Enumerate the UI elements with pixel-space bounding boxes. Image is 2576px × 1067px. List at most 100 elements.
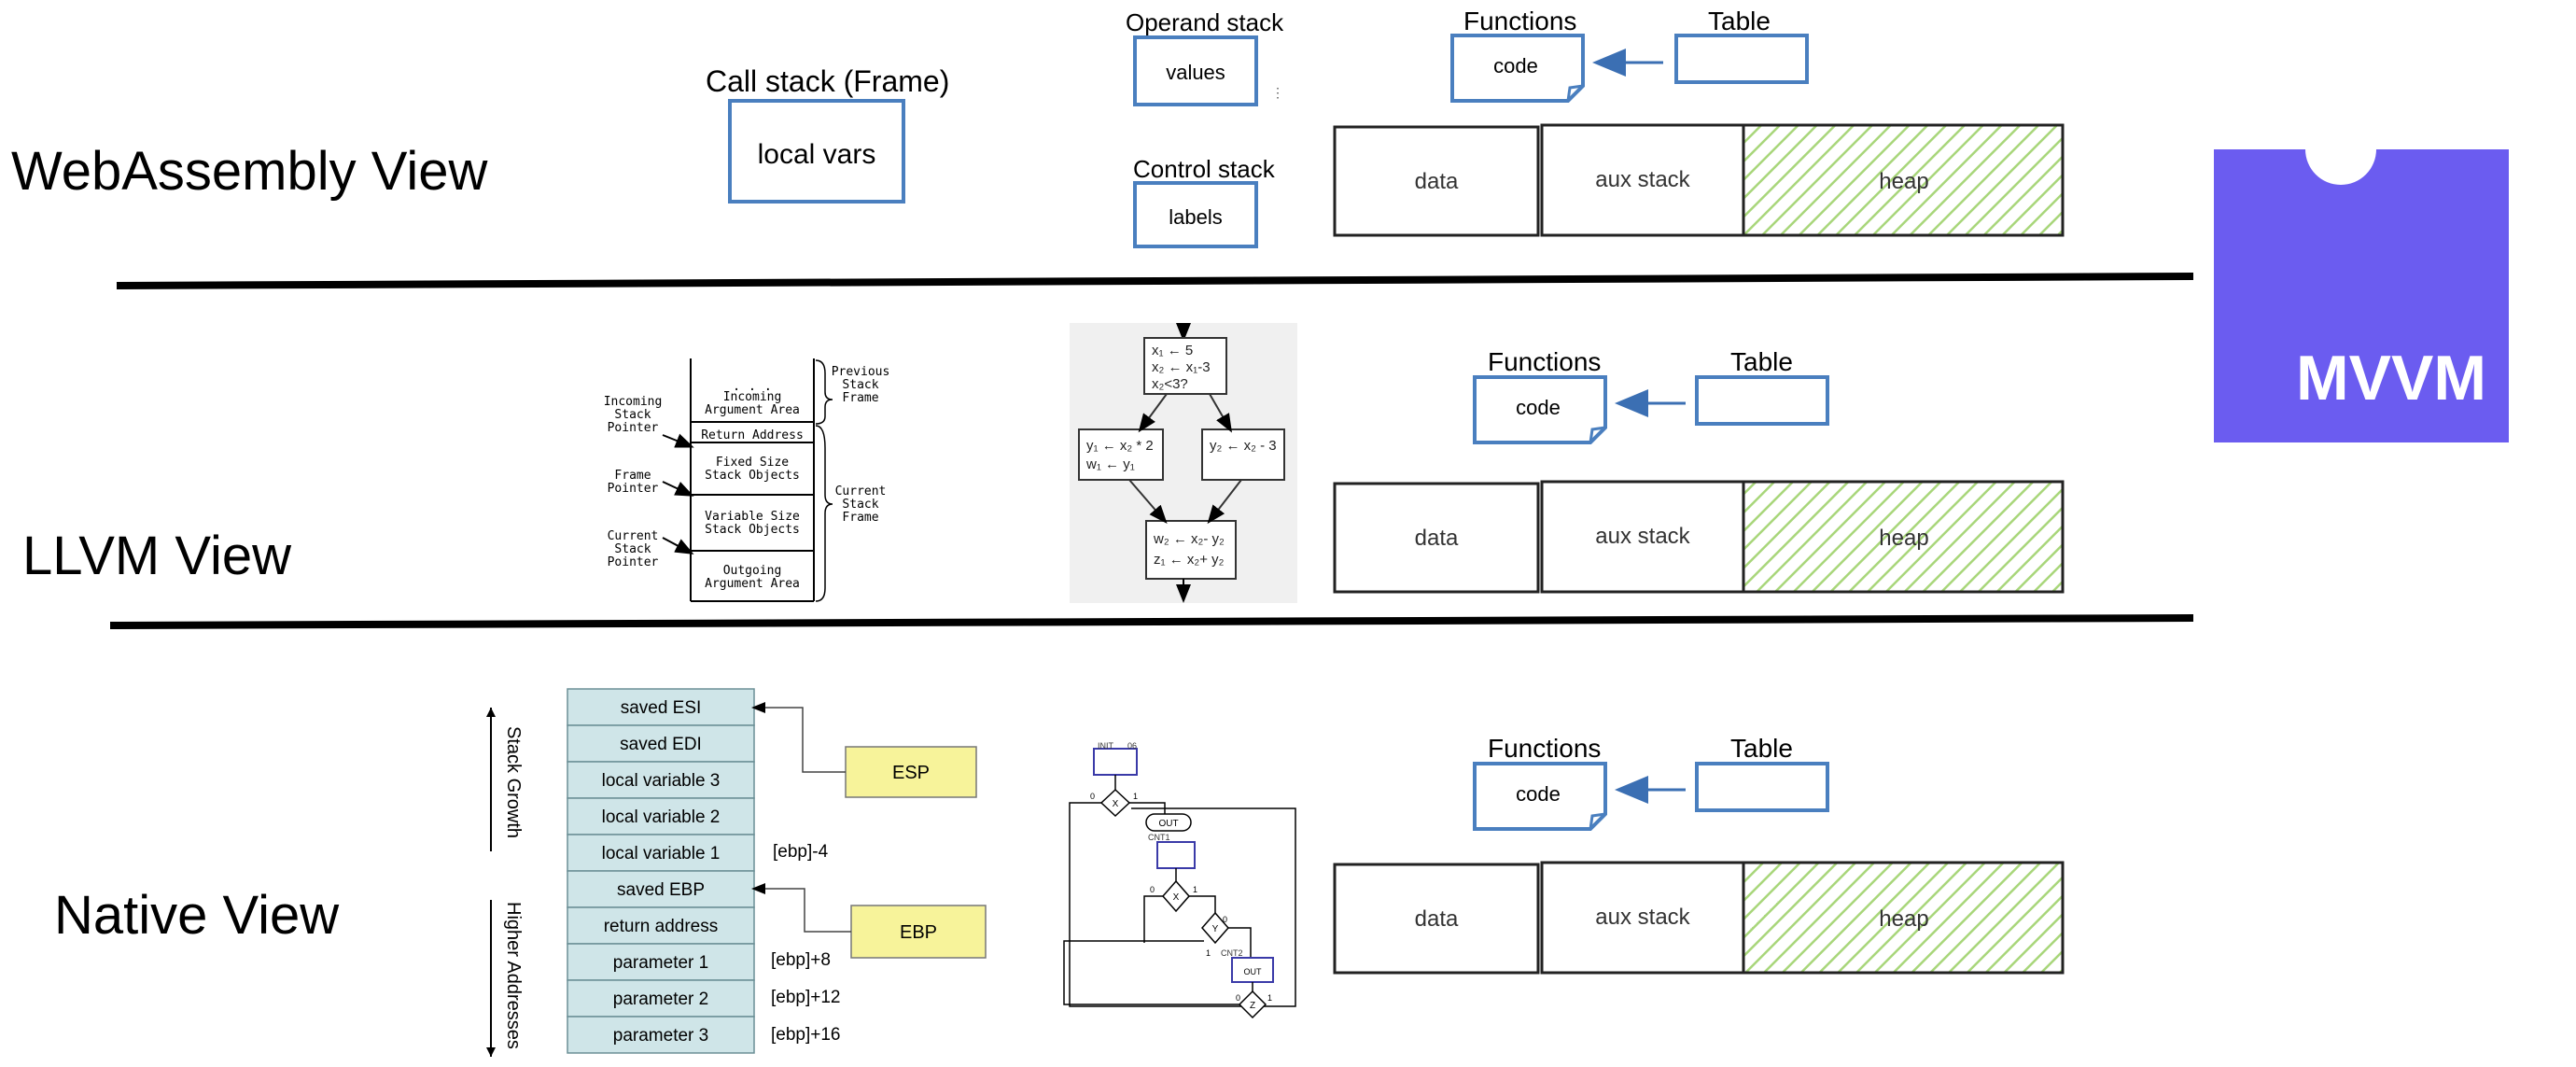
native-stack-row	[567, 1016, 755, 1054]
operand-stack-dots: ⋮	[1271, 85, 1284, 100]
llvm-frame-region-label: Current	[835, 484, 887, 498]
native-memory-data: data	[1415, 906, 1459, 932]
native-stack-row-label: saved ESI	[621, 698, 702, 718]
esp-label: ESP	[892, 763, 930, 783]
flow-zero-b: 0	[1150, 885, 1155, 894]
llvm-frame-pointer-label: Stack	[614, 408, 651, 422]
flow-y: Y	[1212, 924, 1219, 934]
offset-ebp-plus-16: [ebp]+16	[771, 1025, 841, 1045]
cfg-bottom-block-line: w₂ ← x₂- y₂	[1153, 531, 1225, 547]
cfg-top-block-line: x₂ ← x₁-3	[1152, 359, 1211, 375]
flow-zero-a: 0	[1090, 792, 1095, 801]
llvm-table-title: Table	[1730, 347, 1793, 376]
native-stack-row	[567, 834, 755, 872]
wasm-operand-stack: Operand stack values ⋮	[1126, 8, 1284, 106]
operand-stack-title: Operand stack	[1126, 8, 1284, 36]
ebp-label: EBP	[900, 922, 937, 943]
native-flowchart: INIT 06 X OUT CNT1 X Y CNT2 OUT Z 0 1 0 …	[1063, 741, 1296, 1019]
wasm-control-stack: Control stack labels	[1133, 155, 1276, 248]
llvm-functions-code: code	[1516, 396, 1561, 419]
svg-text:y₂ ← x₂ - 3: y₂ ← x₂ - 3	[1210, 438, 1277, 454]
native-functions-title: Functions	[1488, 734, 1601, 763]
control-stack-title: Control stack	[1133, 155, 1276, 183]
native-stack-row	[567, 906, 755, 945]
llvm-frame-region-label: Stack	[842, 378, 878, 392]
native-stack-row-label: saved EDI	[620, 735, 702, 754]
flow-one-b: 1	[1193, 885, 1197, 894]
cfg-right-block-line: y₂ ← x₂ - 3	[1210, 438, 1277, 454]
flow-zero-c: 0	[1223, 915, 1227, 924]
offset-ebp-minus-4: [ebp]-4	[773, 842, 829, 862]
cfg-top-block-line: x₂<3?	[1152, 376, 1188, 392]
llvm-frame-pointer-label: Pointer	[608, 482, 659, 496]
cfg-bottom-block-line: z₁ ← x₂+ y₂	[1154, 552, 1225, 568]
llvm-frame-row-text: Argument Area	[705, 403, 800, 417]
cfg-left-block-line: w₁ ← y₁	[1085, 456, 1135, 472]
llvm-frame-row-text: Incoming	[723, 390, 782, 404]
native-stack-row	[567, 761, 755, 799]
flow-z: Z	[1250, 1001, 1255, 1011]
llvm-memory-data: data	[1415, 526, 1459, 551]
native-view-title: Native View	[54, 885, 340, 946]
flow-one-d: 1	[1267, 993, 1272, 1003]
native-stack-row-label: local variable 1	[602, 844, 721, 863]
llvm-frame-pointer-label: Stack	[614, 542, 651, 556]
native-stack-annotations: Stack Growth Higher Addresses ESP EBP [e…	[486, 702, 987, 1057]
native-stack-row-label: parameter 3	[613, 1026, 708, 1046]
offset-ebp-plus-12: [ebp]+12	[771, 988, 841, 1007]
cfg-top-block-line: x₁ ← 5	[1152, 343, 1193, 358]
higher-addresses-label: Higher Addresses	[503, 902, 524, 1049]
llvm-frame-row-text: Variable Size	[705, 510, 800, 524]
llvm-frame-dots: . . .	[733, 379, 772, 394]
llvm-frame-pointer-label: Frame	[614, 469, 651, 483]
wasm-memory-data: data	[1415, 169, 1459, 194]
llvm-frame-row-text: Return Address	[701, 428, 804, 442]
llvm-frame-region-label: Previous	[832, 365, 890, 379]
svg-text:y₁ ← x₂ * 2w₁ ← y₁: y₁ ← x₂ * 2w₁ ← y₁	[1085, 438, 1154, 472]
call-stack-box-label: local vars	[758, 139, 876, 170]
llvm-memory-heap: heap	[1879, 526, 1928, 551]
flow-zero-d: 0	[1236, 993, 1240, 1003]
wasm-functions-code: code	[1493, 54, 1538, 77]
wasm-memory-aux-stack: aux stack	[1595, 167, 1690, 192]
flow-cnt2: CNT2	[1221, 948, 1243, 958]
stack-growth-label: Stack Growth	[503, 726, 524, 838]
llvm-frame-pointer-label: Pointer	[608, 555, 659, 569]
flow-x-mid: X	[1173, 892, 1180, 903]
flow-out-bottom: OUT	[1244, 967, 1263, 976]
divider-bottom	[109, 614, 2194, 629]
call-stack-title: Call stack (Frame)	[706, 64, 949, 98]
flow-init-value: 06	[1127, 741, 1137, 751]
native-functions-table: Functions code Table	[1473, 734, 1829, 831]
wasm-functions-table: Functions code Table	[1450, 7, 1809, 103]
native-stack-row-label: local variable 2	[602, 807, 721, 827]
offset-ebp-plus-8: [ebp]+8	[771, 950, 831, 970]
native-stack-row	[567, 979, 755, 1018]
flow-out-top: OUT	[1158, 819, 1178, 829]
flow-init-label: INIT	[1098, 741, 1114, 751]
llvm-memory: data aux stack heap	[1333, 480, 2065, 594]
llvm-functions-table: Functions code Table	[1473, 347, 1829, 444]
llvm-frame-row-text: Outgoing	[723, 564, 782, 578]
native-table-title: Table	[1730, 734, 1793, 763]
flow-one-c: 1	[1206, 948, 1211, 958]
llvm-memory-aux-stack: aux stack	[1595, 524, 1690, 549]
native-functions-code: code	[1516, 782, 1561, 806]
flow-x-top: X	[1113, 799, 1119, 809]
wasm-memory: data aux stack heap	[1333, 123, 2065, 237]
native-stack-row-label: parameter 1	[613, 953, 708, 973]
flow-cnt1: CNT1	[1148, 833, 1170, 842]
llvm-frame-row-text: Stack Objects	[705, 469, 800, 483]
llvm-frame-region-label: Stack	[842, 498, 878, 512]
llvm-frame-pointer-label: Current	[608, 529, 659, 543]
native-memory-aux-stack: aux stack	[1595, 905, 1690, 930]
webassembly-view-title: WebAssembly View	[11, 141, 489, 202]
llvm-view-title: LLVM View	[22, 526, 292, 586]
llvm-frame-pointer-label: Pointer	[608, 421, 659, 435]
native-stack-row-label: return address	[604, 917, 719, 936]
